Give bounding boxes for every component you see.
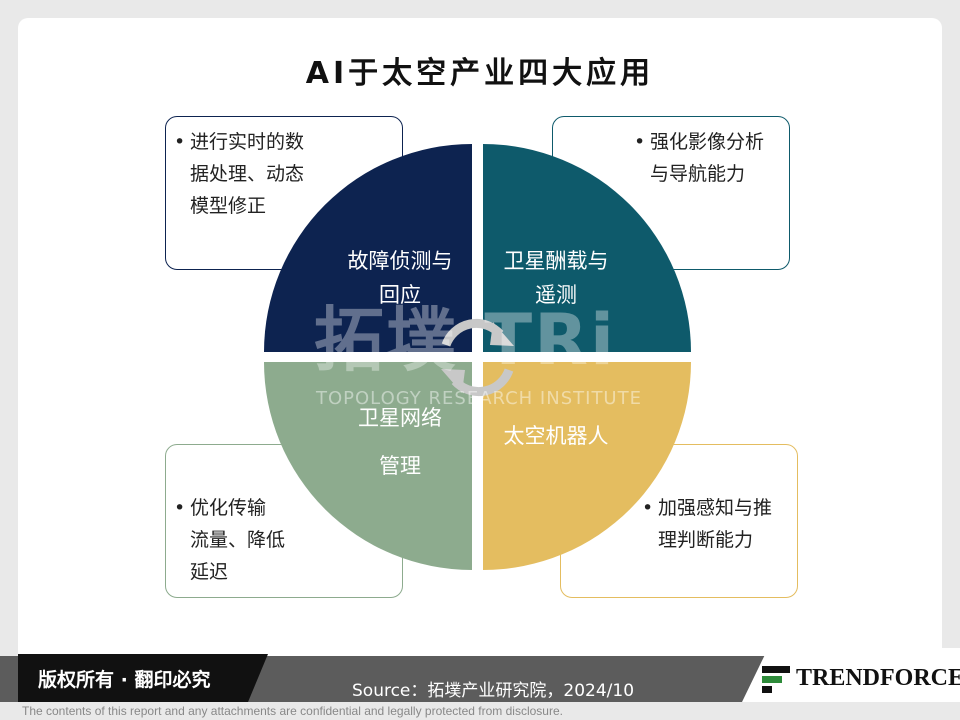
quadrant-bottom-right xyxy=(483,362,691,570)
watermark-logo: 拓墣 TRi xyxy=(314,299,617,381)
box-text-top-right: • 强化影像分析 与导航能力 xyxy=(634,126,765,190)
bullet-icon: • xyxy=(642,497,654,519)
page-title: AI于太空产业四大应用 xyxy=(305,56,655,91)
quadrant-label-top-left: 故障侦测与 回应 xyxy=(320,244,480,312)
copyright-text: 版权所有 · 翻印必究 xyxy=(38,669,211,691)
box-line: 流量、降低 xyxy=(190,529,286,551)
box-line: 强化影像分析 xyxy=(650,131,765,153)
label-line: 故障侦测与 xyxy=(347,249,453,273)
quadrant-label-bottom-right: 太空机器人 xyxy=(478,419,634,453)
box-line: 理判断能力 xyxy=(658,529,754,551)
quadrant-top-left xyxy=(264,144,472,352)
box-line: 优化传输 xyxy=(190,497,267,519)
source-text: Source：拓墣产业研究院，2024/10 xyxy=(352,681,635,701)
copyright-banner xyxy=(18,654,268,702)
label-line: 卫星网络 xyxy=(358,406,442,430)
box-line: 与导航能力 xyxy=(650,163,746,185)
box-line: 加强感知与推 xyxy=(658,497,773,519)
label-line: 太空机器人 xyxy=(503,424,609,448)
box-text-bottom-left: • 优化传输 流量、降低 延迟 xyxy=(174,492,286,588)
box-line: 模型修正 xyxy=(190,195,267,217)
quadrant-bottom-left xyxy=(264,362,472,570)
arrow-head-icon xyxy=(441,369,465,393)
box-text-top-left: • 进行实时的数 据处理、动态 模型修正 xyxy=(174,126,305,222)
box-line: 进行实时的数 xyxy=(190,131,305,153)
label-line: 管理 xyxy=(379,454,421,478)
quadrant-label-top-right: 卫星酬载与 遥测 xyxy=(478,244,634,312)
quadrant-top-right xyxy=(483,144,691,352)
label-line: 卫星酬载与 xyxy=(503,249,609,273)
label-line: 遥测 xyxy=(535,283,577,307)
bullet-icon: • xyxy=(634,131,646,153)
disclaimer-text: The contents of this report and any atta… xyxy=(22,704,563,718)
bullet-icon: • xyxy=(174,497,186,519)
trendforce-logo-icon xyxy=(762,666,790,693)
trendforce-logo-text: TRENDFORCE xyxy=(796,665,960,691)
quadrant-label-bottom-left: 卫星网络 管理 xyxy=(320,394,480,490)
watermark-subtitle: TOPOLOGY RESEARCH INSTITUTE xyxy=(316,388,642,409)
arrow-head-icon xyxy=(490,322,514,346)
label-line: 回应 xyxy=(379,283,421,307)
box-text-bottom-right: • 加强感知与推 理判断能力 xyxy=(642,492,773,556)
bullet-icon: • xyxy=(174,131,186,153)
box-line: 据处理、动态 xyxy=(190,163,305,185)
logo-panel xyxy=(742,648,960,702)
box-line: 延迟 xyxy=(190,561,229,583)
